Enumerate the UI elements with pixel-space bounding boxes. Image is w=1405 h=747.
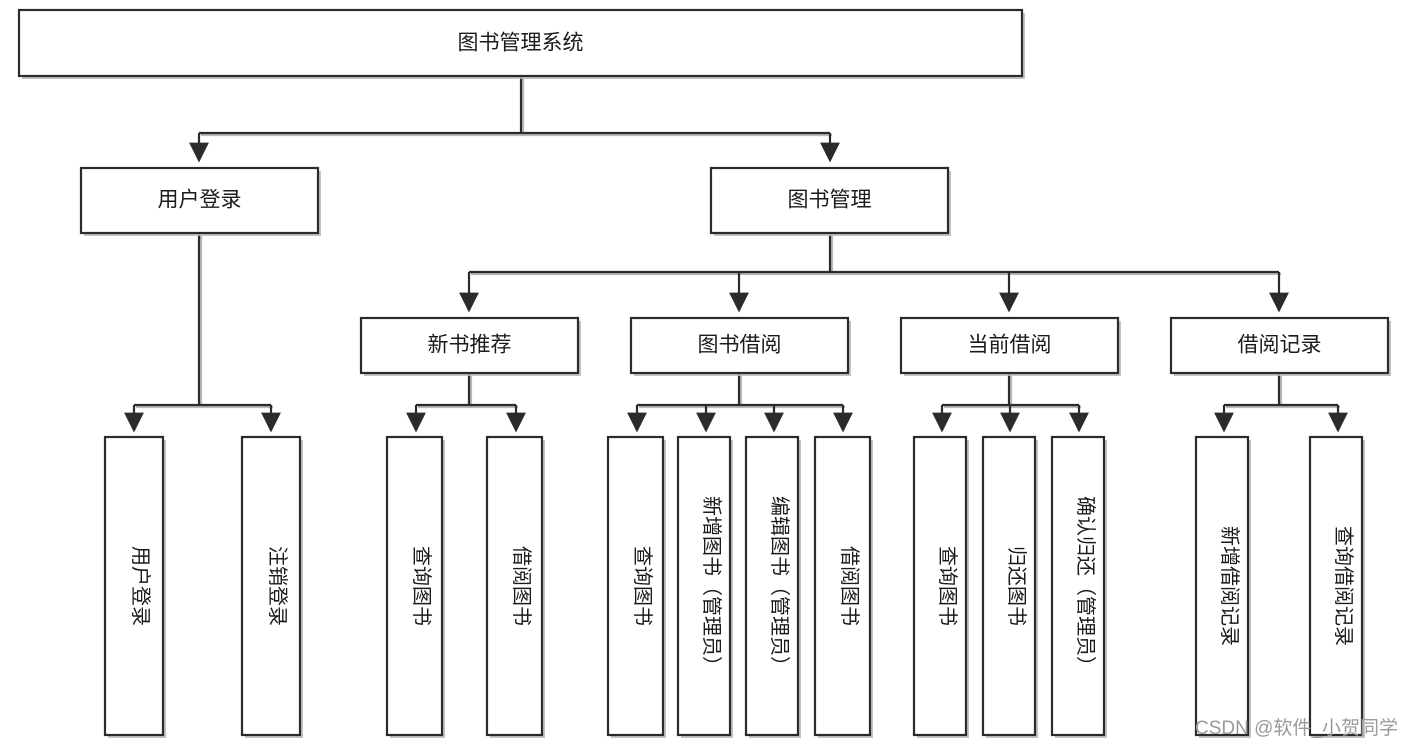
node-bookmgmt-label: 图书管理 — [788, 189, 872, 212]
node-l-bor3[interactable]: 编辑图书（管理员） — [744, 435, 801, 738]
node-l-cur2-label: 归还图书 — [1005, 546, 1028, 626]
node-current-label: 当前借阅 — [968, 334, 1052, 357]
edge-bus-login-leaves — [134, 403, 273, 409]
edge-bus-level2 — [469, 270, 1281, 276]
node-l-rec1[interactable]: 新增借阅记录 — [1194, 435, 1251, 738]
node-l-bor2-label: 新增图书（管理员） — [700, 496, 723, 676]
node-records-label: 借阅记录 — [1238, 334, 1322, 357]
node-bookmgmt[interactable]: 图书管理 — [709, 166, 951, 236]
node-l-bor4-label: 借阅图书 — [838, 546, 861, 626]
node-l-login1[interactable]: 用户登录 — [103, 435, 166, 738]
node-borrow[interactable]: 图书借阅 — [629, 316, 851, 376]
node-l-rec1-label: 新增借阅记录 — [1218, 526, 1241, 646]
edge-current-bus — [1007, 373, 1013, 407]
csdn-watermark: CSDN @软件_小贺同学 — [1195, 717, 1398, 739]
edge-bus-records-leaves — [1224, 403, 1340, 409]
edge-borrow-bus — [737, 373, 743, 407]
node-l-new2-label: 借阅图书 — [510, 546, 533, 626]
node-l-cur2[interactable]: 归还图书 — [981, 435, 1038, 738]
node-l-bor3-label: 编辑图书（管理员） — [768, 496, 791, 676]
node-l-rec2-label: 查询借阅记录 — [1332, 526, 1355, 646]
node-l-cur1-label: 查询图书 — [936, 546, 959, 626]
node-current[interactable]: 当前借阅 — [899, 316, 1121, 376]
node-l-rec2[interactable]: 查询借阅记录 — [1308, 435, 1365, 738]
node-l-login1-label: 用户登录 — [129, 546, 152, 626]
node-l-cur3[interactable]: 确认归还（管理员） — [1050, 435, 1107, 738]
connector-layer — [124, 76, 1348, 433]
node-borrow-label: 图书借阅 — [698, 334, 782, 357]
edge-bus-level1 — [199, 131, 832, 137]
edge-root-bus — [519, 76, 525, 135]
node-l-new1[interactable]: 查询图书 — [385, 435, 445, 738]
edge-records-bus — [1277, 373, 1283, 407]
edge-bus-current-leaves — [942, 403, 1081, 409]
node-newbook-label: 新书推荐 — [428, 334, 512, 357]
node-l-new2[interactable]: 借阅图书 — [485, 435, 545, 738]
node-l-bor1-label: 查询图书 — [631, 546, 654, 626]
node-l-cur1[interactable]: 查询图书 — [912, 435, 969, 738]
node-l-bor4[interactable]: 借阅图书 — [813, 435, 873, 738]
node-l-login2-label: 注销登录 — [266, 546, 289, 626]
node-newbook[interactable]: 新书推荐 — [359, 316, 581, 376]
edge-login-bus — [197, 233, 203, 407]
node-records[interactable]: 借阅记录 — [1169, 316, 1391, 376]
node-l-bor1[interactable]: 查询图书 — [606, 435, 666, 738]
edge-bus-borrow-leaves — [637, 403, 845, 409]
node-l-cur3-label: 确认归还（管理员） — [1074, 496, 1097, 676]
node-login-label: 用户登录 — [158, 189, 242, 212]
edge-bookmgmt-bus — [828, 233, 834, 274]
node-l-login2[interactable]: 注销登录 — [240, 435, 303, 738]
edge-bus-newbook-leaves — [416, 403, 518, 409]
node-root-label: 图书管理系统 — [458, 32, 584, 55]
node-l-bor2[interactable]: 新增图书（管理员） — [676, 435, 733, 738]
node-root[interactable]: 图书管理系统 — [17, 8, 1025, 79]
node-l-new1-label: 查询图书 — [410, 546, 433, 626]
node-login[interactable]: 用户登录 — [79, 166, 321, 236]
edge-newbook-bus — [467, 373, 473, 407]
